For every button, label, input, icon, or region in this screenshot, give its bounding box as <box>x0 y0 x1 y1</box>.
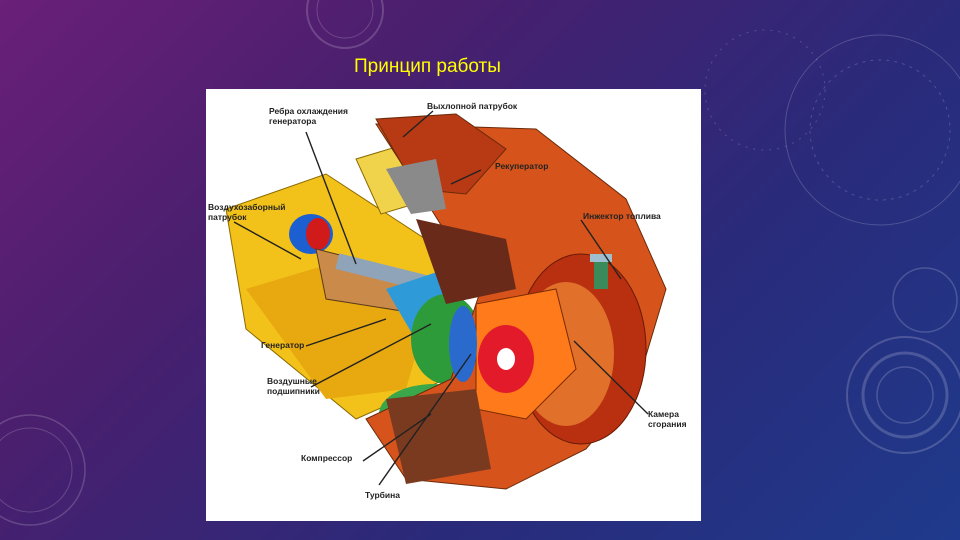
recuperator-label: Рекуператор <box>495 161 549 171</box>
combustion-chamber-label-line1: Камера <box>648 409 679 419</box>
microturbine-diagram: Ребра охлаждения генератора Выхлопной па… <box>206 89 701 521</box>
turbine-label: Турбина <box>365 490 401 500</box>
fuel-injector-label: Инжектор топлива <box>583 211 661 221</box>
air-bearings-label-line2: подшипники <box>267 386 320 396</box>
slide-title: Принцип работы <box>354 56 501 77</box>
cooling-fins-label: Ребра охлаждения генератора <box>269 106 348 126</box>
exhaust-pipe-label: Выхлопной патрубок <box>427 101 518 111</box>
air-intake-label: Воздухозаборный патрубок <box>208 202 285 222</box>
microturbine-cutaway-illustration <box>225 110 667 490</box>
combustion-chamber-label-line2: сгорания <box>648 419 687 429</box>
combustion-chamber-label: Камера сгорания <box>648 409 687 429</box>
air-bearings-label: Воздушные подшипники <box>267 376 320 396</box>
compressor-label: Компрессор <box>301 453 353 463</box>
air-bearings-label-line1: Воздушные <box>267 376 317 386</box>
generator-label: Генератор <box>261 340 305 350</box>
air-intake-label-line1: Воздухозаборный <box>208 202 286 212</box>
cooling-fins-label-line1: Ребра охлаждения <box>269 106 348 116</box>
air-intake-label-line2: патрубок <box>208 212 247 222</box>
cooling-fins-label-line2: генератора <box>269 116 317 126</box>
